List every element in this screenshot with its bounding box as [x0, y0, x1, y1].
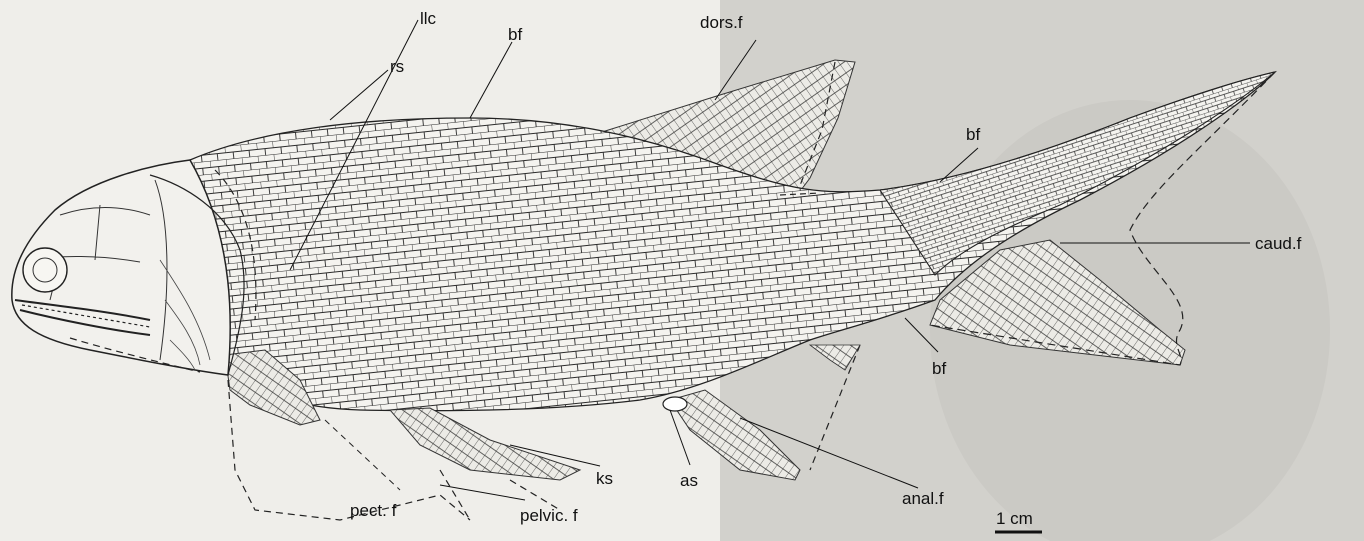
label-scale-bar: 1 cm — [996, 509, 1033, 528]
label-dors-f: dors.f — [700, 13, 743, 32]
label-llc: llc — [420, 9, 437, 28]
eye-orbit — [23, 248, 67, 292]
label-caud-f: caud.f — [1255, 234, 1302, 253]
label-bf-top: bf — [508, 25, 522, 44]
label-ks: ks — [596, 469, 613, 488]
label-as: as — [680, 471, 698, 490]
label-anal-f: anal.f — [902, 489, 944, 508]
anal-scale — [663, 397, 687, 411]
label-bf-right: bf — [966, 125, 980, 144]
label-pelvic-f: pelvic. f — [520, 506, 578, 525]
label-pect-f: pect. f — [350, 501, 397, 520]
label-bf-lower: bf — [932, 359, 946, 378]
label-rs: rs — [390, 57, 404, 76]
